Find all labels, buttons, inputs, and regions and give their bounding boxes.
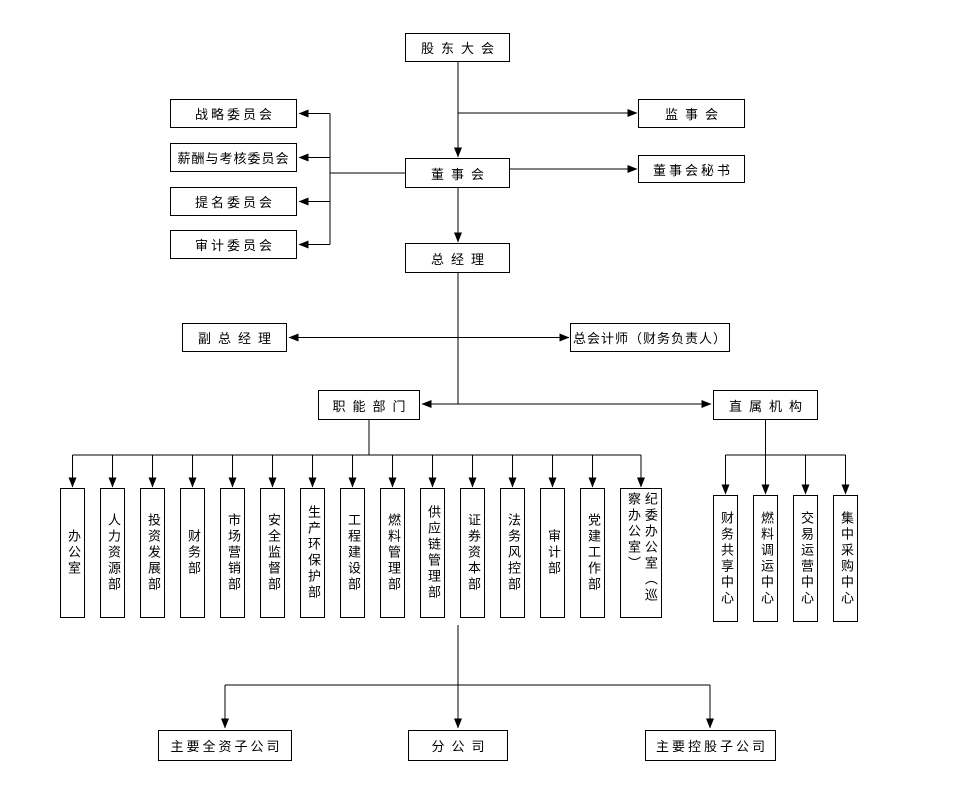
dept-fuel-management: 燃料管理部: [380, 488, 405, 618]
connector-lines-group: [68, 62, 850, 729]
center-trading-operations: 交易运营中心: [793, 495, 818, 622]
center-label: 集中采购中心: [838, 510, 854, 607]
node-strategy-committee: 战略委员会: [170, 99, 297, 128]
node-nomination-committee: 提名委员会: [170, 187, 297, 216]
node-label: 战略委员会: [194, 107, 275, 122]
dept-production-environment: 生产环保护部: [300, 488, 325, 618]
dept-label: 证券资本部: [465, 513, 481, 593]
node-label: 审计委员会: [194, 238, 275, 253]
node-remuneration-committee: 薪酬与考核委员会: [170, 143, 297, 172]
node-wholly-owned-subsidiaries: 主要全资子公司: [158, 730, 292, 761]
dept-label: 安全监督部: [265, 513, 281, 593]
node-board-of-directors: 董事会: [405, 158, 510, 188]
dept-label: 生产环保护部: [305, 505, 321, 601]
node-shareholders-meeting: 股东大会: [405, 33, 510, 62]
dept-securities-capital: 证券资本部: [460, 488, 485, 618]
dept-label: 办公室: [65, 529, 81, 577]
node-label: 总会计师（财务负责人）: [572, 331, 727, 346]
node-supervisory-board: 监事会: [638, 99, 745, 128]
dept-label: 市场营销部: [225, 513, 241, 593]
node-audit-committee: 审计委员会: [170, 230, 297, 259]
node-label: 董事会秘书: [652, 162, 733, 178]
node-label: 薪酬与考核委员会: [177, 151, 290, 166]
dept-label: 燃料管理部: [385, 513, 401, 593]
node-label: 职能部门: [332, 398, 413, 414]
node-label: 提名委员会: [194, 195, 275, 210]
node-label: 分公司: [431, 739, 492, 754]
node-direct-institutions: 直属机构: [713, 390, 818, 420]
node-branch-companies: 分公司: [408, 730, 508, 761]
dept-label: 投资发展部: [145, 513, 161, 593]
dept-party-building: 党建工作部: [580, 488, 605, 618]
center-label: 财务共享中心: [718, 510, 734, 607]
dept-safety-supervision: 安全监督部: [260, 488, 285, 618]
node-chief-accountant: 总会计师（财务负责人）: [570, 323, 730, 352]
node-deputy-general-manager: 副总经理: [182, 323, 287, 352]
node-label: 监事会: [664, 107, 725, 122]
node-label: 总经理: [430, 251, 491, 267]
node-functional-departments: 职能部门: [318, 390, 420, 420]
dept-label: 工程建设部: [345, 513, 361, 593]
node-label: 主要控股子公司: [655, 739, 768, 754]
center-financial-shared-service: 财务共享中心: [713, 495, 738, 622]
dept-label: 财务部: [185, 529, 201, 577]
dept-marketing: 市场营销部: [220, 488, 245, 618]
center-label: 燃料调运中心: [758, 510, 774, 607]
dept-legal-risk-control: 法务风控部: [500, 488, 525, 618]
node-board-secretary: 董事会秘书: [638, 155, 745, 183]
node-label: 主要全资子公司: [170, 739, 283, 754]
dept-human-resources: 人力资源部: [100, 488, 125, 618]
node-label: 股东大会: [420, 41, 501, 56]
dept-engineering-construction: 工程建设部: [340, 488, 365, 618]
dept-label: 审计部: [545, 529, 561, 577]
dept-finance: 财务部: [180, 488, 205, 618]
node-general-manager: 总经理: [405, 243, 510, 273]
dept-label: 纪委办公室（巡察办公室）: [626, 492, 658, 604]
center-label: 交易运营中心: [798, 510, 814, 607]
dept-investment-development: 投资发展部: [140, 488, 165, 618]
node-label: 董事会: [430, 166, 491, 182]
center-fuel-dispatch: 燃料调运中心: [753, 495, 778, 622]
dept-label: 人力资源部: [105, 513, 121, 593]
dept-audit: 审计部: [540, 488, 565, 618]
center-centralized-procurement: 集中采购中心: [833, 495, 858, 622]
dept-label: 供应链管理部: [425, 505, 441, 601]
dept-supply-chain: 供应链管理部: [420, 488, 445, 618]
node-label: 直属机构: [728, 398, 809, 414]
node-label: 副总经理: [197, 331, 278, 346]
dept-general-office: 办公室: [60, 488, 85, 618]
dept-discipline-inspection-office: 纪委办公室（巡察办公室）: [620, 488, 662, 618]
dept-label: 党建工作部: [585, 513, 601, 593]
node-holding-subsidiaries: 主要控股子公司: [645, 730, 776, 761]
dept-label: 法务风控部: [505, 513, 521, 593]
